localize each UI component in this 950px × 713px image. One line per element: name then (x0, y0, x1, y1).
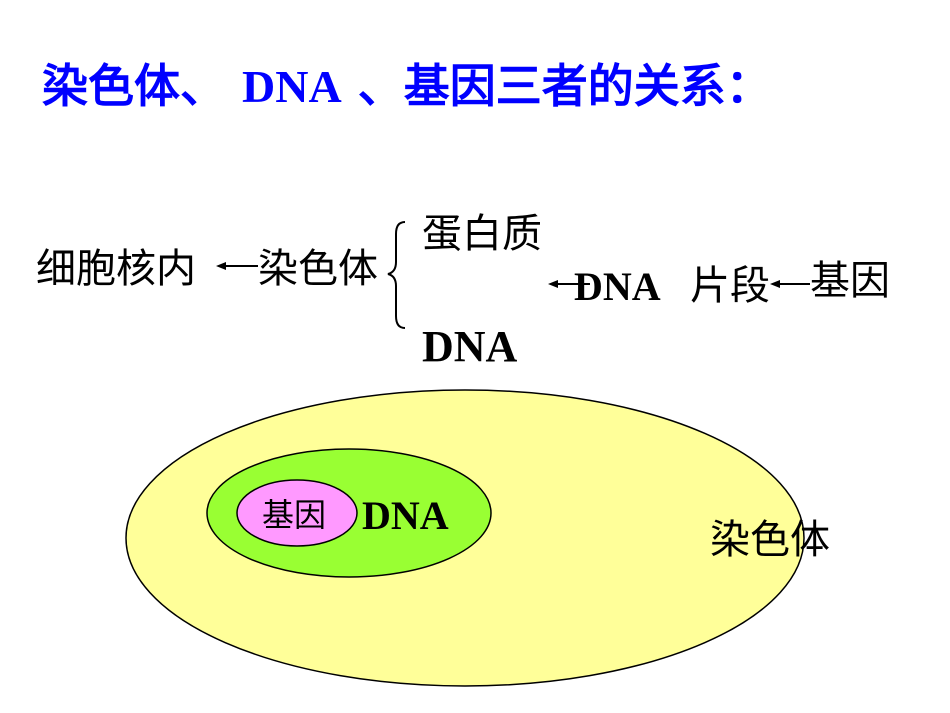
dna-label: DNA (422, 322, 518, 371)
arrowhead-dna (548, 280, 558, 288)
title-part-chromosome: 染色体、 (42, 59, 226, 113)
nucleus-label: 细胞核内 (36, 246, 196, 292)
protein-label: 蛋白质 (422, 211, 542, 257)
venn-chromosome-label: 染色体 (710, 517, 830, 563)
dna-fragment-label: DNA (574, 264, 661, 309)
page-title: 染色体、 DNA 、基因三者的关系： (42, 58, 772, 115)
title-part-dna: DNA (242, 61, 342, 112)
brace (387, 221, 406, 329)
fragment-label: 片段 (690, 263, 770, 309)
gene-label: 基因 (810, 258, 890, 304)
chromosome-label: 染色体 (258, 246, 378, 292)
arrowhead-nucleus (216, 262, 226, 270)
gene-ellipse (236, 479, 358, 547)
venn-dna-label: DNA (362, 493, 449, 538)
arrowhead-fragment (770, 280, 780, 288)
title-part-gene-relation: 、基因三者的关系： (357, 59, 772, 113)
venn-gene-label: 基因 (262, 496, 327, 534)
